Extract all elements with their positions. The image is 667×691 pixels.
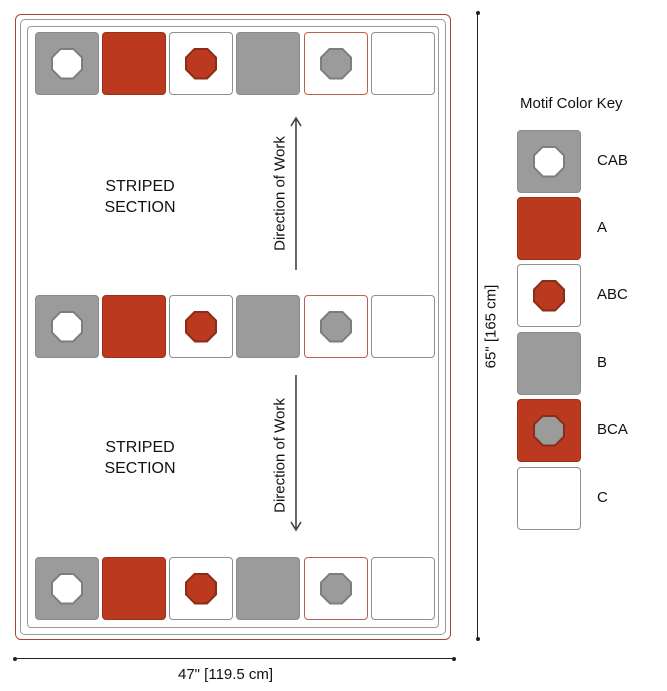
motif-square-c [371, 32, 435, 95]
motif-square-cab [35, 32, 99, 95]
motif-square-b [236, 557, 300, 620]
key-swatch-c [517, 467, 581, 530]
key-label-b: B [597, 354, 608, 371]
blanket-outer-border [15, 14, 451, 640]
direction-of-work-label-top: Direction of Work [271, 136, 289, 251]
octagon-icon [320, 47, 352, 80]
motif-square-bca [304, 557, 368, 620]
height-dimension-dot-bottom [476, 637, 480, 641]
octagon-icon [185, 47, 217, 80]
arrow-up-icon [290, 116, 302, 270]
octagon-icon [51, 572, 83, 605]
width-dimension-dot-left [13, 657, 17, 661]
octagon-icon [51, 47, 83, 80]
key-label-abc: ABC [597, 286, 628, 303]
motif-square-abc [169, 557, 233, 620]
striped-line-1: STRIPED [105, 439, 175, 456]
striped-line-1: STRIPED [105, 178, 175, 195]
key-swatch-a [517, 197, 581, 260]
key-label-a: A [597, 219, 608, 236]
motif-square-b [236, 295, 300, 358]
key-label-cab: CAB [597, 152, 628, 169]
arrow-down-icon [290, 375, 302, 532]
octagon-icon [533, 279, 565, 312]
motif-square-a [102, 295, 166, 358]
width-dimension-label: 47" [119.5 cm] [178, 666, 274, 683]
key-swatch-b [517, 332, 581, 395]
motif-color-key-title: Motif Color Key [520, 95, 623, 112]
key-swatch-cab [517, 130, 581, 193]
height-dimension-label: 65" [165 cm] [482, 284, 500, 369]
motif-square-bca [304, 32, 368, 95]
key-label-c: C [597, 489, 608, 506]
striped-line-2: SECTION [104, 460, 176, 477]
motif-square-abc [169, 32, 233, 95]
motif-square-b [236, 32, 300, 95]
motif-square-bca [304, 295, 368, 358]
blanket-middle-border [20, 19, 446, 635]
striped-section-label-bottom: STRIPED SECTION [80, 437, 200, 479]
octagon-icon [185, 310, 217, 343]
striped-line-2: SECTION [104, 199, 176, 216]
octagon-icon [51, 310, 83, 343]
direction-of-work-label-bottom: Direction of Work [271, 398, 289, 513]
key-swatch-abc [517, 264, 581, 327]
blanket-inner-border [27, 26, 439, 628]
octagon-icon [320, 572, 352, 605]
key-label-bca: BCA [597, 421, 628, 438]
motif-square-c [371, 557, 435, 620]
octagon-icon [533, 414, 565, 447]
motif-square-cab [35, 295, 99, 358]
width-dimension-line [15, 658, 455, 659]
height-dimension-line [477, 13, 478, 640]
motif-square-a [102, 32, 166, 95]
motif-square-c [371, 295, 435, 358]
motif-square-abc [169, 295, 233, 358]
octagon-icon [533, 145, 565, 178]
octagon-icon [320, 310, 352, 343]
height-dimension-dot-top [476, 11, 480, 15]
key-swatch-bca [517, 399, 581, 462]
striped-section-label-top: STRIPED SECTION [80, 176, 200, 218]
octagon-icon [185, 572, 217, 605]
motif-square-a [102, 557, 166, 620]
motif-square-cab [35, 557, 99, 620]
width-dimension-dot-right [452, 657, 456, 661]
